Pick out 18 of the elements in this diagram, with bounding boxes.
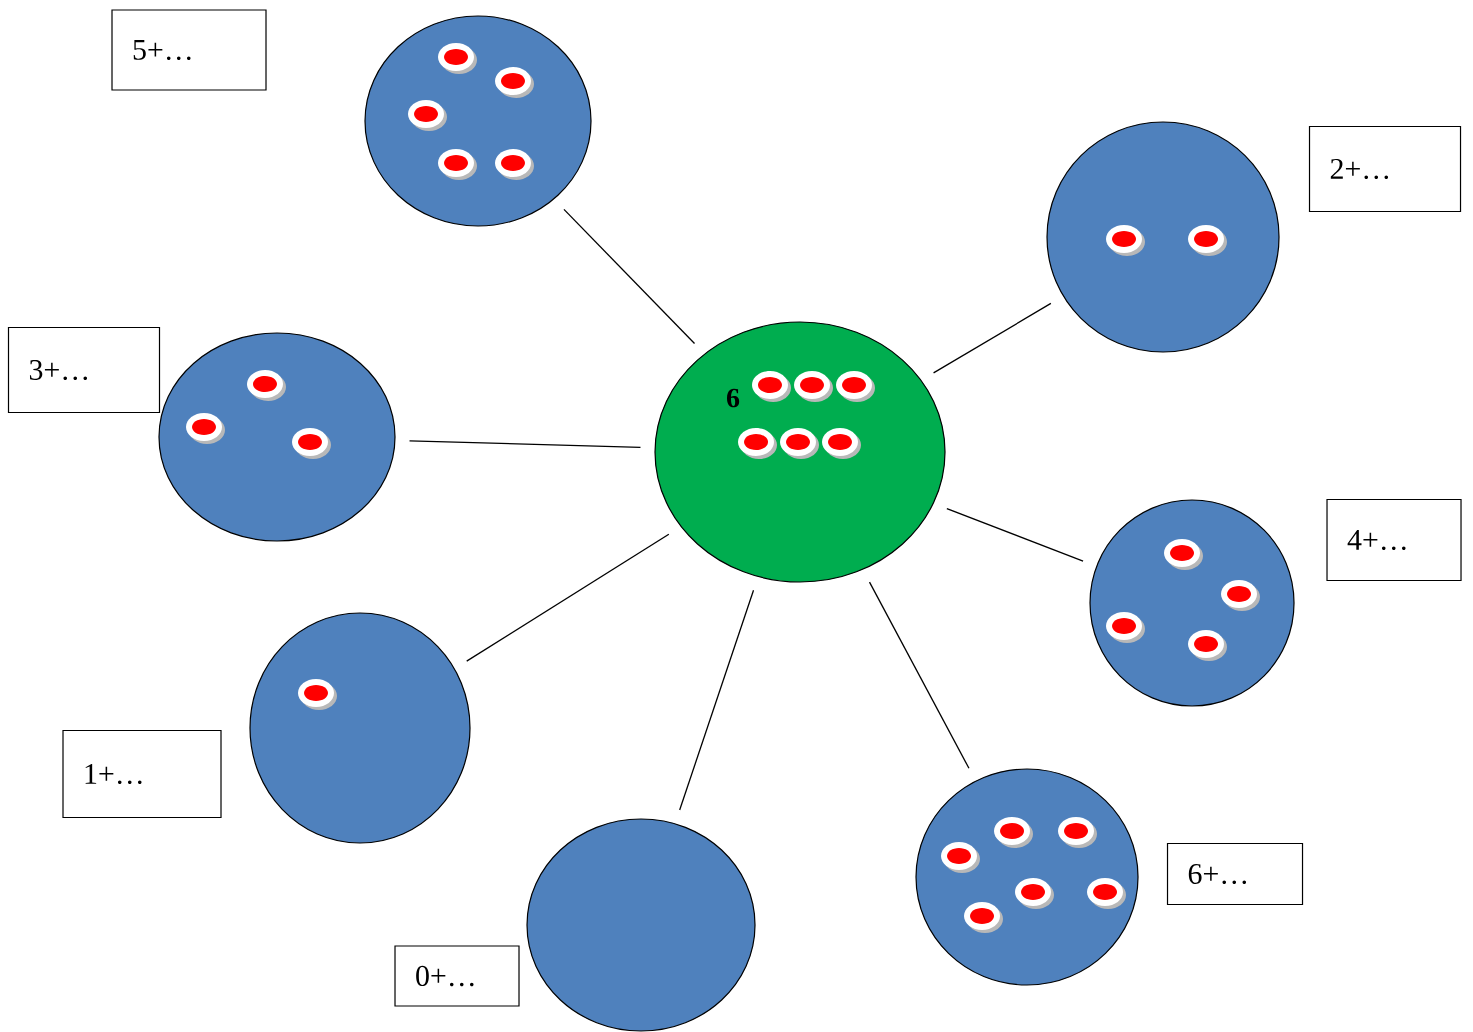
label-box: 4+… — [1326, 498, 1462, 582]
label-box: 0+… — [394, 945, 520, 1007]
connector-line — [408, 440, 642, 449]
connector-line — [932, 302, 1052, 374]
connector-line — [466, 533, 670, 662]
label-box: 3+… — [7, 326, 161, 414]
connector-line — [563, 208, 696, 345]
label-box: 1+… — [62, 729, 222, 819]
label-box: 5+… — [111, 9, 267, 91]
circle — [249, 612, 471, 844]
circle — [1046, 121, 1280, 353]
circle — [158, 332, 396, 542]
label-box: 6+… — [1166, 842, 1304, 906]
connector-line — [868, 581, 970, 769]
connector-line — [946, 507, 1084, 562]
connector-line — [679, 589, 755, 811]
circle — [526, 818, 756, 1032]
label-box: 2+… — [1308, 125, 1462, 213]
